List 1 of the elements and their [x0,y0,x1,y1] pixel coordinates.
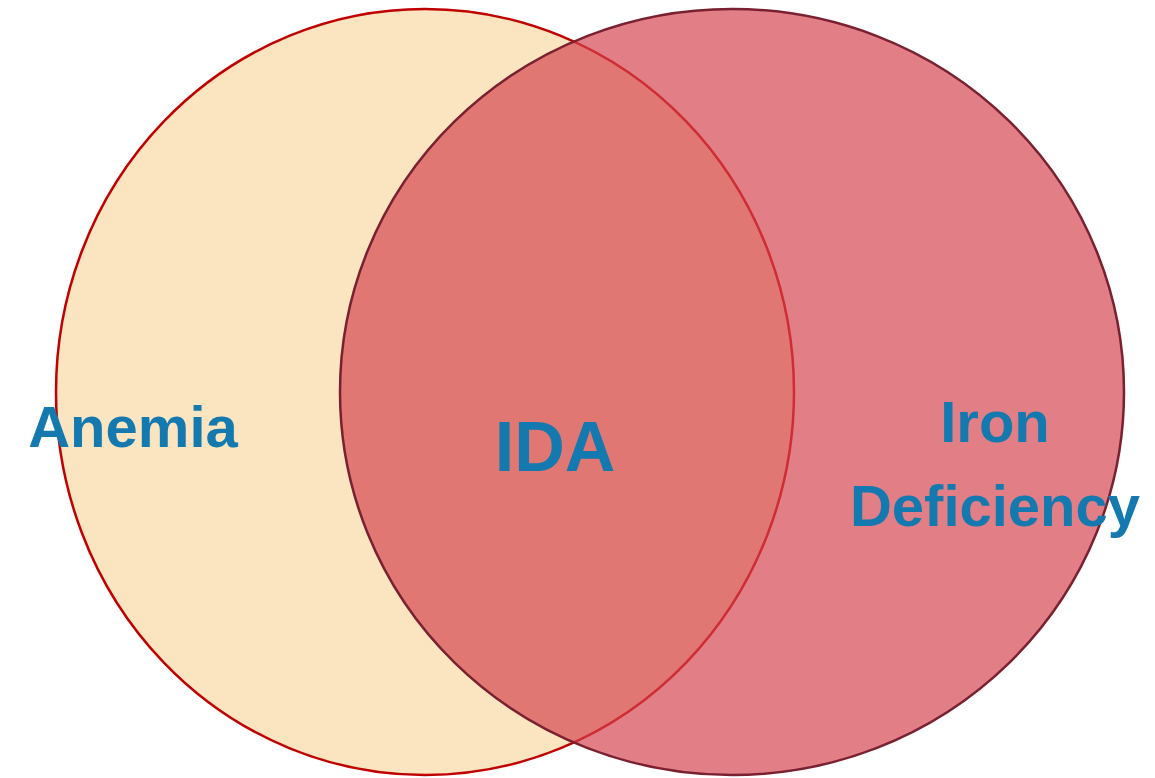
set-label: IDA [493,407,617,488]
